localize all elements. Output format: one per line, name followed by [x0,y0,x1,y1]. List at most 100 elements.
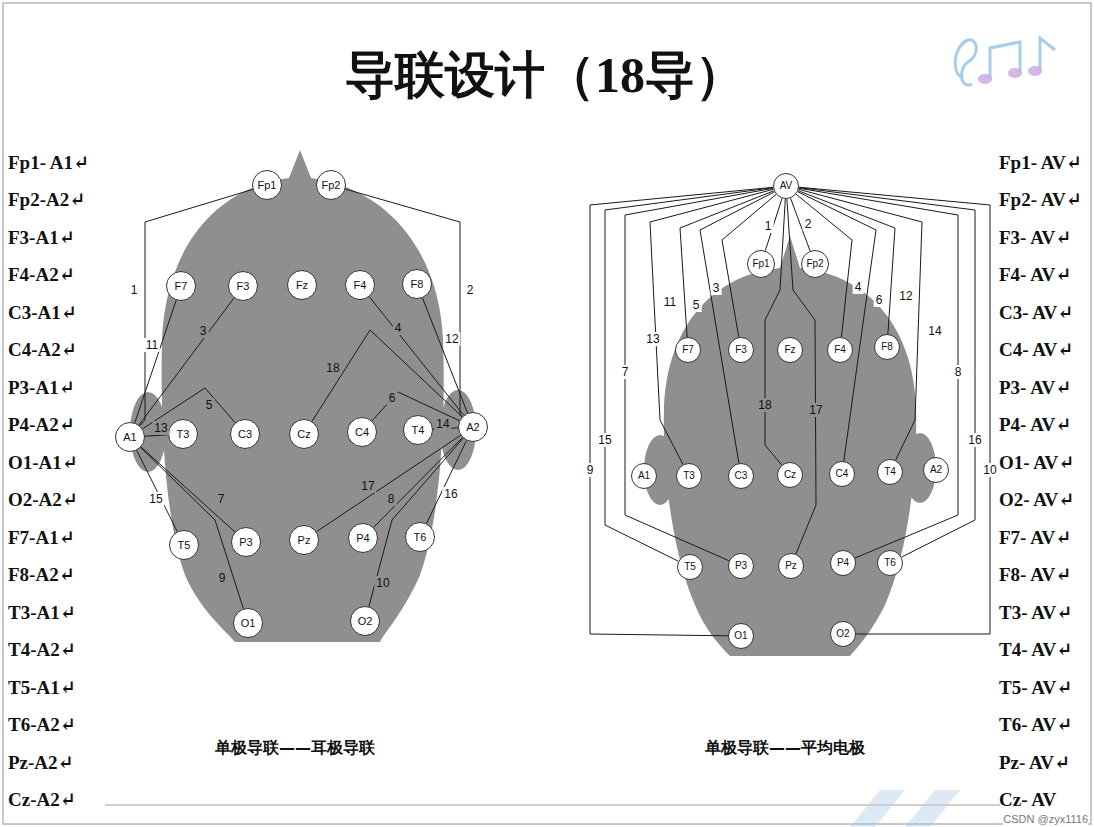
lead-list-item: O2- AV↵ [999,490,1074,511]
lead-wire [798,192,876,461]
electrode-circle: T5 [169,530,199,560]
lead-wire [680,191,774,337]
electrode-circle: T5 [677,554,703,580]
lead-number: 2 [803,217,814,231]
lead-number: 12 [443,332,460,346]
lead-list-item: C3-A1↵ [8,303,77,324]
lead-number: 18 [756,398,773,412]
clef [955,40,976,85]
electrode-name: T3 [683,471,695,481]
electrode-circle: F7 [166,271,196,301]
lead-number: 12 [897,289,914,303]
lead-number: 7 [216,492,227,506]
electrode-name: Pz [785,561,797,571]
electrode-name: F4 [354,280,367,291]
lead-number: 3 [198,324,209,338]
lead-list-item: Pz-A2↵ [8,753,74,774]
lead-list-item: C3- AV↵ [999,303,1073,324]
electrode-circle: Fp1 [252,170,282,200]
lead-list-item: Pz- AV↵ [999,753,1070,774]
lead-number: 5 [204,398,215,412]
electrode-name: T6 [884,558,896,568]
lead-number: 14 [434,417,451,431]
electrode-circle: F8 [402,269,432,299]
electrode-name: Fp2 [806,259,823,269]
electrode-circle: Cz [289,419,319,449]
note-head [978,74,992,84]
lead-number: 15 [596,433,613,447]
electrode-circle: P3 [728,553,754,579]
electrode-circle: A1 [631,463,657,489]
left-head [130,150,476,642]
watermark: CSDN @zyx1116 [1003,813,1088,825]
electrode-circle: Fp2 [801,250,829,278]
electrode-circle: C3 [230,419,260,449]
lead-wire [312,330,462,421]
lead-list-item: C4-A2↵ [8,340,77,361]
electrode-name: T5 [684,562,696,572]
electrode-circle: T4 [403,415,433,445]
electrode-name: A1 [123,432,136,443]
lead-wire [374,438,463,528]
lead-wire [140,189,253,425]
electrode-circle: O2 [830,621,856,647]
lead-list-item: T3-A1↵ [8,603,76,624]
electrode-name: T4 [884,467,896,477]
lead-list-item: F4-A2↵ [8,265,75,286]
lead-number: 1 [763,219,774,233]
lead-list-item: T6- AV↵ [999,715,1072,736]
lead-wire [141,447,235,532]
lead-number: 13 [644,332,661,346]
lead-number: 11 [144,338,160,352]
electrode-circle: O1 [728,623,754,649]
lead-list-item: C4- AV↵ [999,340,1073,361]
diagram-caption: 单极导联——平均电极 [705,739,865,757]
lead-number: 7 [620,365,631,379]
electrode-name: F7 [682,345,694,355]
electrode-name: P3 [239,537,252,548]
lead-number: 16 [966,433,983,447]
head-outline [664,236,916,656]
lead-wire [650,189,773,464]
electrode-circle: P4 [348,523,378,553]
lead-list-item: T4- AV↵ [999,640,1072,661]
lead-list-item: F7- AV↵ [999,528,1071,549]
slide-title: 导联设计（18导） [345,48,745,103]
lead-number: 11 [662,295,678,309]
lead-wire [605,188,773,562]
electrode-circle: Pz [289,525,319,555]
electrode-circle: O1 [233,608,263,638]
electrode-circle: A2 [923,457,949,483]
music-notes [955,38,1055,85]
electrode-circle: F7 [675,337,701,363]
lead-number: 10 [374,576,391,590]
electrode-circle: O2 [350,606,380,636]
lead-list-item: P4-A2↵ [8,415,75,436]
lead-wire [141,448,244,609]
electrode-circle: Fp2 [316,170,346,200]
electrode-name: F4 [834,345,846,355]
electrode-circle: T3 [168,419,198,449]
electrode-name: AV [780,181,793,191]
electrode-name: A1 [638,471,650,481]
electrode-name: P4 [837,558,849,568]
electrode-name: F3 [237,281,250,292]
lead-list-item: T5-A1↵ [8,678,76,699]
lead-list-item: P3-A1↵ [8,378,75,399]
diagram-caption: 单极导联——耳极导联 [215,739,375,757]
electrode-name: Fp1 [258,180,277,191]
electrode-circle: T4 [877,459,903,485]
corner-stripes [850,790,960,827]
lead-wire [145,435,168,436]
note-head [1008,68,1022,78]
lead-list-item: T4-A2↵ [8,640,76,661]
electrode-circle: F8 [874,334,900,360]
electrode-name: O1 [734,631,747,641]
electrode-name: O1 [241,618,256,629]
right-head [644,236,936,656]
lead-list-item: Fp2-A2↵ [8,190,85,211]
lead-number: 10 [981,463,998,477]
lead-number: 4 [853,280,864,294]
lead-number: 8 [953,365,964,379]
lead-number: 5 [691,298,702,312]
